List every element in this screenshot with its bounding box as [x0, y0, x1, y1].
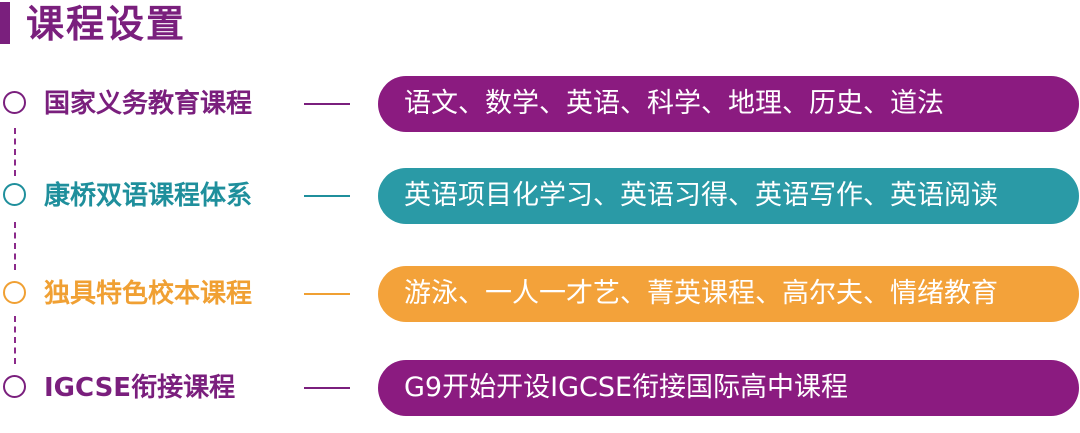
- timeline-connector-1: [14, 128, 16, 176]
- subjects-pill: G9开始开设IGCSE衔接国际高中课程: [378, 360, 1079, 416]
- dash-line: [304, 103, 350, 105]
- subjects-pill: 游泳、一人一才艺、菁英课程、高尔夫、情绪教育: [378, 266, 1079, 322]
- circle-marker: [3, 281, 26, 304]
- dash-line: [304, 195, 350, 197]
- dash-line: [304, 293, 350, 295]
- category-label: 康桥双语课程体系: [44, 181, 253, 211]
- category-label: 国家义务教育课程: [44, 89, 253, 119]
- course-row-national: 国家义务教育课程 语文、数学、英语、科学、地理、历史、道法: [0, 74, 1080, 134]
- timeline-connector-3: [14, 316, 16, 364]
- circle-marker: [3, 375, 26, 398]
- course-row-school-based: 独具特色校本课程 游泳、一人一才艺、菁英课程、高尔夫、情绪教育: [0, 264, 1080, 324]
- course-row-igcse: IGCSE衔接课程 G9开始开设IGCSE衔接国际高中课程: [0, 358, 1080, 418]
- category-label: IGCSE衔接课程: [44, 373, 236, 403]
- subjects-pill: 语文、数学、英语、科学、地理、历史、道法: [378, 76, 1079, 132]
- timeline-connector-2: [14, 222, 16, 270]
- page-title: 课程设置: [26, 2, 187, 46]
- subjects-pill: 英语项目化学习、英语习得、英语写作、英语阅读: [378, 168, 1079, 224]
- title-accent-bar: [0, 2, 10, 44]
- category-label: 独具特色校本课程: [44, 279, 253, 309]
- dash-line: [304, 387, 350, 389]
- circle-marker: [3, 183, 26, 206]
- course-row-bilingual: 康桥双语课程体系 英语项目化学习、英语习得、英语写作、英语阅读: [0, 166, 1080, 226]
- circle-marker: [3, 91, 26, 114]
